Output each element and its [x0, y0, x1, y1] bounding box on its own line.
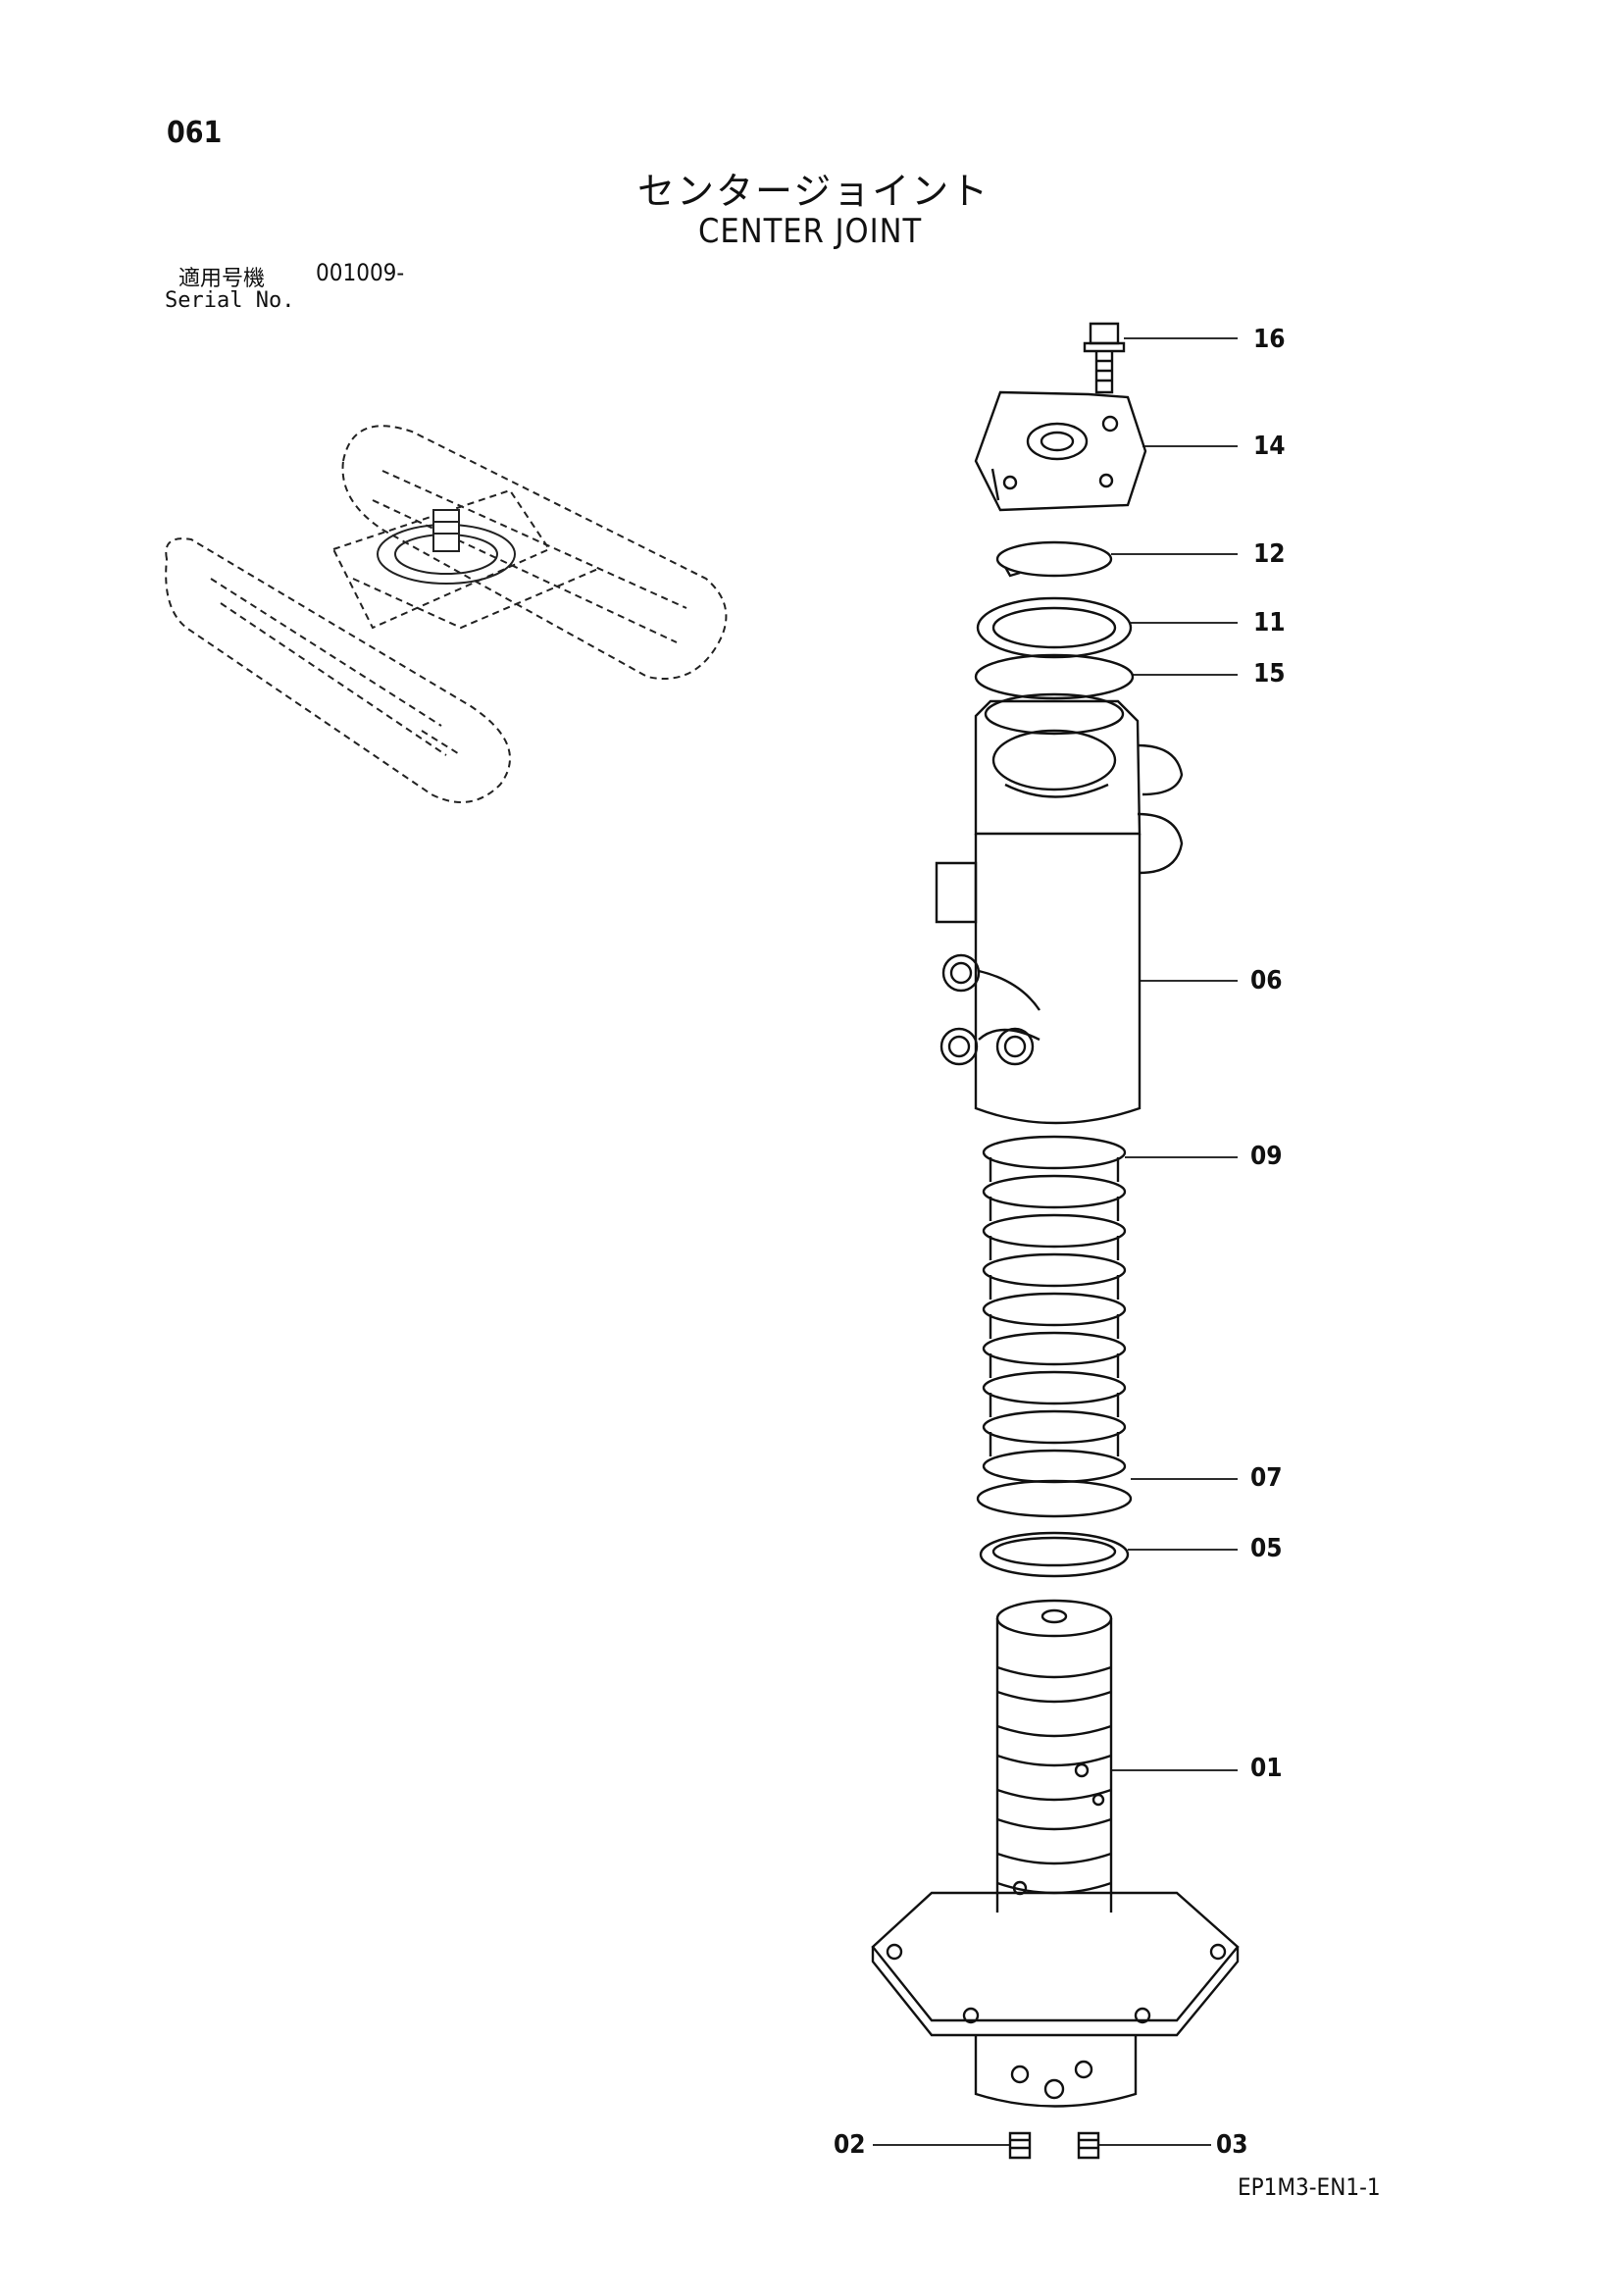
- ring-11: [976, 596, 1133, 659]
- o-ring-07: [976, 1479, 1133, 1518]
- plug-03: [1077, 2131, 1100, 2160]
- callout-01: 01: [1250, 1754, 1283, 1783]
- callout-15: 15: [1253, 659, 1286, 689]
- callout-06: 06: [1250, 966, 1283, 995]
- callout-12: 12: [1253, 539, 1286, 569]
- snap-ring-12: [995, 540, 1113, 578]
- joint-body-06: [935, 692, 1184, 1125]
- page-number: 061: [167, 116, 223, 150]
- callout-16: 16: [1253, 325, 1286, 354]
- plug-02: [1008, 2131, 1032, 2160]
- spindle-01: [871, 1599, 1240, 2108]
- callout-05: 05: [1250, 1534, 1283, 1563]
- callout-07: 07: [1250, 1463, 1283, 1493]
- serial-label-english: Serial No.: [165, 288, 295, 313]
- serial-range: 001009-: [316, 259, 405, 286]
- page-title-english: CENTER JOINT: [698, 212, 923, 251]
- callout-11: 11: [1253, 608, 1286, 638]
- serial-label-japanese: 適用号機: [178, 267, 266, 291]
- callout-09: 09: [1250, 1142, 1283, 1171]
- callout-03: 03: [1216, 2130, 1248, 2160]
- seal-stack-09: [982, 1135, 1127, 1484]
- page-title-japanese: センタージョイント: [637, 170, 990, 213]
- seal-05: [979, 1531, 1130, 1578]
- document-code: EP1M3-EN1-1: [1238, 2173, 1381, 2201]
- callout-02: 02: [834, 2130, 866, 2160]
- callout-14: 14: [1253, 432, 1286, 461]
- o-ring-15: [974, 653, 1135, 700]
- bolt-16: [1083, 322, 1126, 394]
- cover-plate-14: [974, 390, 1147, 512]
